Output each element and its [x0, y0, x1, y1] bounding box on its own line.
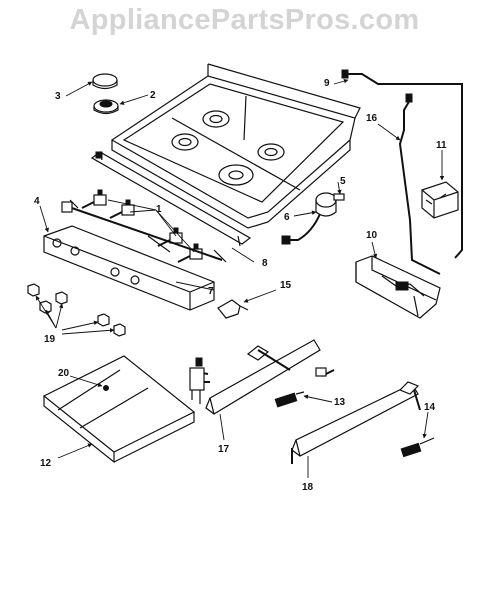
- manifold-rail: [90, 151, 252, 247]
- cooktop-main-top: [110, 63, 361, 229]
- oven-igniter: [274, 391, 305, 408]
- callout-13: 13: [334, 397, 346, 408]
- callout-20: 20: [58, 368, 70, 379]
- broil-igniter: [400, 437, 435, 458]
- leader-lines: [35, 78, 445, 478]
- manifold-pipe: [61, 199, 227, 263]
- callout-labels: 3 2 1 4 5 6 7 8 9 16 11 10 15 19 20 12 1…: [34, 78, 447, 493]
- callout-7: 7: [208, 286, 214, 297]
- oven-burner-assembly: [189, 339, 335, 415]
- callout-2: 2: [150, 90, 156, 101]
- broil-burner-assembly: [291, 381, 421, 464]
- igniter-clip: [217, 299, 249, 319]
- gas-tube: [341, 69, 463, 275]
- spark-module: [421, 181, 459, 219]
- shield-screw: [103, 385, 109, 391]
- callout-8: 8: [262, 258, 268, 269]
- callout-3: 3: [55, 91, 61, 102]
- callout-14: 14: [424, 402, 436, 413]
- burner-valves: [81, 189, 203, 263]
- callout-17: 17: [218, 444, 230, 455]
- burner-head: [93, 99, 119, 115]
- callout-6: 6: [284, 212, 290, 223]
- callout-1: 1: [156, 204, 162, 215]
- callout-15: 15: [280, 280, 292, 291]
- callout-9: 9: [324, 78, 330, 89]
- callout-16: 16: [366, 113, 378, 124]
- control-panel: [43, 225, 215, 311]
- callout-12: 12: [40, 458, 52, 469]
- callout-10: 10: [366, 230, 378, 241]
- watermark-brand: AppliancePartsPros.com: [69, 4, 420, 36]
- callout-4: 4: [34, 196, 40, 207]
- callout-18: 18: [302, 482, 314, 493]
- callout-11: 11: [436, 140, 447, 151]
- oven-burner-box: [355, 255, 441, 319]
- control-knobs: [27, 283, 126, 337]
- callout-5: 5: [340, 176, 346, 187]
- burner-cap: [92, 73, 118, 90]
- callout-19: 19: [44, 334, 56, 345]
- pressure-regulator: [281, 192, 345, 245]
